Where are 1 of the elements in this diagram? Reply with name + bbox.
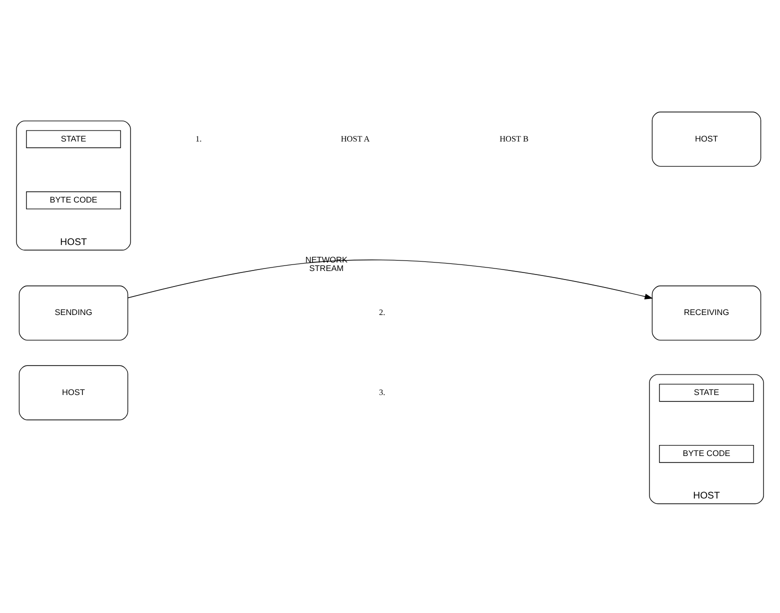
arrow	[128, 259, 653, 299]
